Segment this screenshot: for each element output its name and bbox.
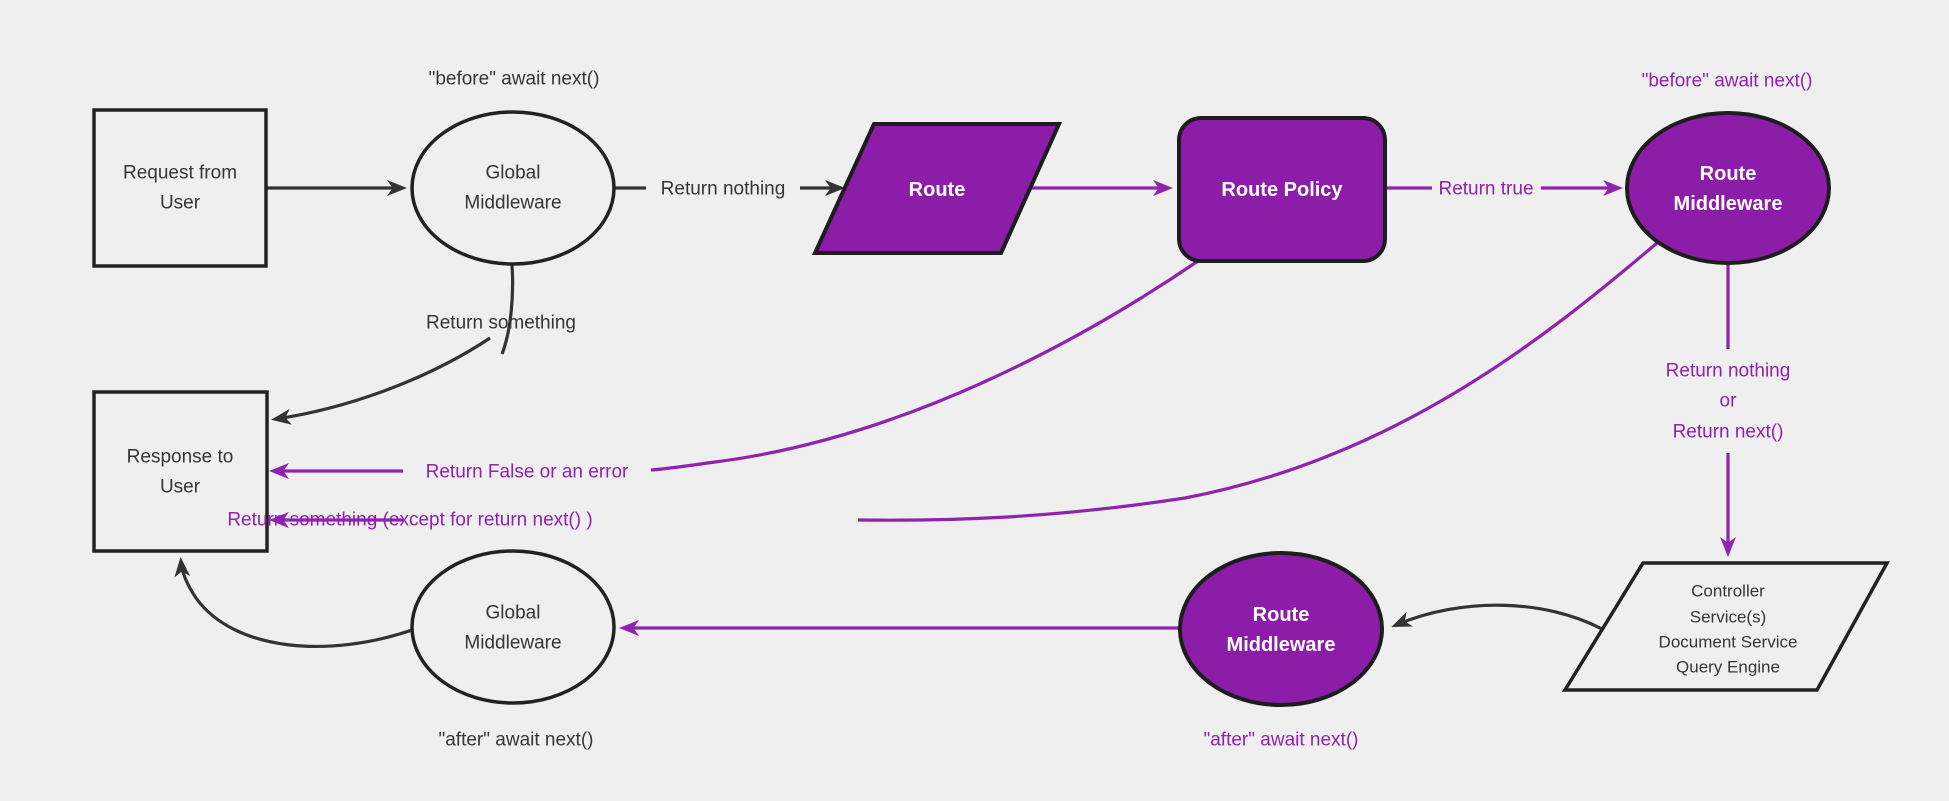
controller-line1: Controller	[1691, 582, 1765, 601]
labels: "before" await next() "before" await nex…	[227, 69, 1812, 751]
route-middleware-bottom-line2: Middleware	[1227, 634, 1336, 656]
edge-return-something-except-curve	[857, 241, 1659, 522]
response-text-line1: Response to	[127, 447, 234, 468]
edge-return-false-curve	[650, 259, 1199, 472]
response-box	[92, 390, 269, 553]
label-after-await-global: "after" await next()	[439, 730, 594, 751]
label-return-false-or-error: Return False or an error	[426, 462, 629, 483]
node-route: Route	[811, 122, 1063, 255]
route-policy-rect	[1177, 116, 1387, 263]
label-return-nothing: Return nothing	[661, 179, 786, 200]
controller-parallelogram	[1561, 561, 1890, 692]
request-text-line1: Request from	[123, 163, 237, 184]
node-global-middleware-bottom: Global Middleware	[410, 549, 616, 705]
label-before-await-global: "before" await next()	[429, 69, 600, 90]
edge-global-middleware-to-response	[174, 557, 413, 649]
edge-controller-to-route-middleware-bottom	[1391, 603, 1603, 631]
nodes: Request from User Global Middleware Rout…	[92, 108, 1890, 707]
global-middleware-top-line2: Middleware	[464, 193, 561, 214]
label-return-nothing-or-next-line2: or	[1720, 391, 1738, 412]
node-request-from-user: Request from User	[92, 108, 268, 268]
edge-return-something-upper-segment	[500, 264, 515, 355]
route-middleware-bottom-ellipse	[1178, 551, 1384, 707]
node-controller-services: Controller Service(s) Document Service Q…	[1561, 561, 1890, 692]
edges	[174, 180, 1736, 649]
node-response-to-user: Response to User	[92, 390, 269, 553]
label-return-nothing-or-next-line1: Return nothing	[1666, 361, 1791, 382]
node-global-middleware-top: Global Middleware	[410, 110, 616, 266]
controller-line3: Document Service	[1659, 633, 1798, 652]
label-return-something-except: Return something (except for return next…	[227, 510, 592, 531]
request-text-line2: User	[160, 193, 201, 214]
response-text-line2: User	[160, 477, 201, 498]
request-box	[92, 108, 268, 268]
label-after-await-route: "after" await next()	[1204, 730, 1359, 751]
label-return-true: Return true	[1438, 179, 1533, 200]
route-policy-text: Route Policy	[1221, 179, 1343, 201]
global-middleware-bottom-line2: Middleware	[464, 633, 561, 654]
route-middleware-bottom-line1: Route	[1253, 604, 1310, 626]
route-middleware-top-line2: Middleware	[1674, 193, 1783, 215]
controller-line4: Query Engine	[1676, 658, 1780, 677]
node-route-policy: Route Policy	[1177, 116, 1387, 263]
global-middleware-bottom-ellipse	[410, 549, 616, 705]
edge-return-something-lower-segment	[271, 336, 491, 425]
route-parallelogram	[811, 122, 1063, 255]
route-middleware-top-line1: Route	[1700, 163, 1757, 185]
label-return-something: Return something	[426, 313, 576, 334]
global-middleware-bottom-line1: Global	[486, 603, 541, 624]
route-middleware-top-ellipse	[1625, 111, 1831, 265]
node-route-middleware-top: Route Middleware	[1625, 111, 1831, 265]
global-middleware-top-ellipse	[410, 110, 616, 266]
controller-line2: Service(s)	[1690, 608, 1767, 627]
label-before-await-route: "before" await next()	[1642, 71, 1813, 92]
node-route-middleware-bottom: Route Middleware	[1178, 551, 1384, 707]
label-return-nothing-or-next-line3: Return next()	[1673, 422, 1784, 443]
global-middleware-top-line1: Global	[486, 163, 541, 184]
route-text: Route	[909, 179, 966, 201]
